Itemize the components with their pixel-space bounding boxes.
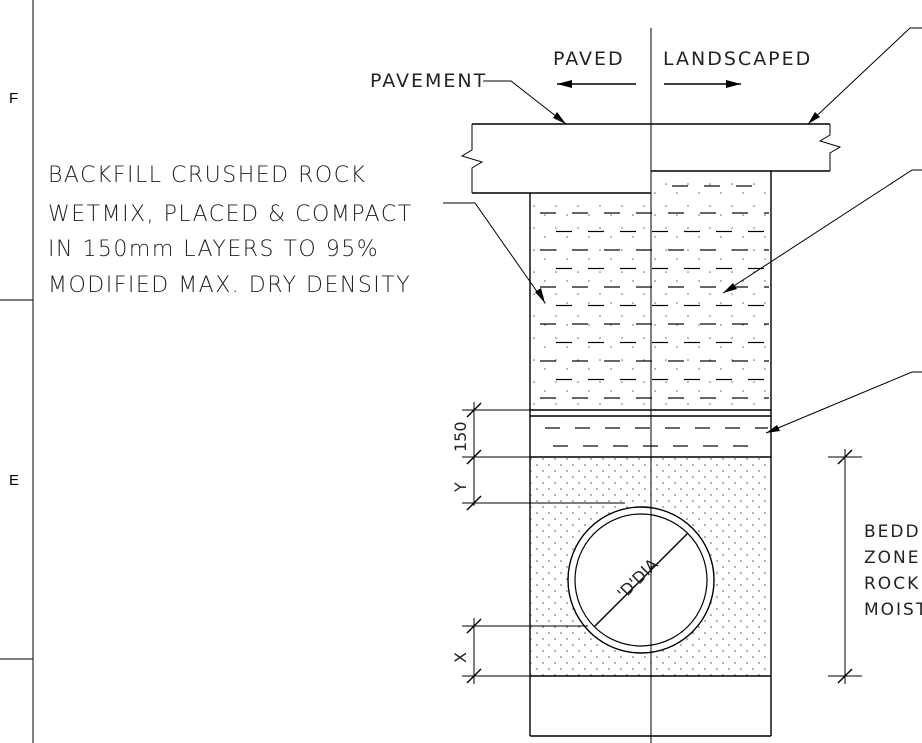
backfill-leader (443, 202, 546, 304)
paved-label: PAVED (553, 48, 625, 70)
backfill-note-line-4: MODIFIED MAX. DRY DENSITY (48, 273, 411, 298)
bedding-note-line-1: BEDD (864, 522, 921, 542)
topsoil-layer-leader (765, 371, 922, 434)
pavement-leader (483, 80, 567, 125)
landscaped-surface-leader (807, 27, 922, 125)
bedding-note-line-2: ZONE (864, 548, 921, 568)
paved-arrow (557, 80, 636, 88)
bedding-note: BEDD ZONE ROCK MOIST (864, 522, 922, 620)
grid-marker-e: E (9, 472, 19, 489)
sheet-border (0, 0, 34, 743)
backfill-dashes (540, 185, 769, 399)
landscaped-arrow (664, 80, 741, 88)
backfill-dots-paved (531, 194, 651, 410)
layer-dashes (545, 427, 768, 447)
landscaped-label: LANDSCAPED (663, 48, 812, 70)
pipe (567, 506, 715, 654)
x-dimension: X (451, 652, 470, 663)
backfill-note-line-3: IN 150mm LAYERS TO 95% (48, 237, 379, 262)
layer-thickness-dimension: 150 (451, 421, 470, 452)
grid-marker-f: F (9, 90, 18, 107)
dimension-lines (462, 402, 625, 684)
y-dimension: Y (451, 482, 470, 493)
pavement-label: PAVEMENT (370, 70, 487, 92)
backfill-note-line-2: WETMIX, PLACED & COMPACT (48, 202, 413, 227)
bedding-note-line-4: MOIST (864, 600, 922, 620)
bedding-zone-dimension (828, 449, 862, 684)
backfill-dots-landscaped (652, 172, 770, 410)
bedding-note-line-3: ROCK (864, 574, 920, 594)
backfill-note: BACKFILL CRUSHED ROCK WETMIX, PLACED & C… (48, 163, 413, 298)
backfill-landscaped-leader (722, 169, 922, 294)
backfill-note-line-1: BACKFILL CRUSHED ROCK (48, 163, 367, 188)
